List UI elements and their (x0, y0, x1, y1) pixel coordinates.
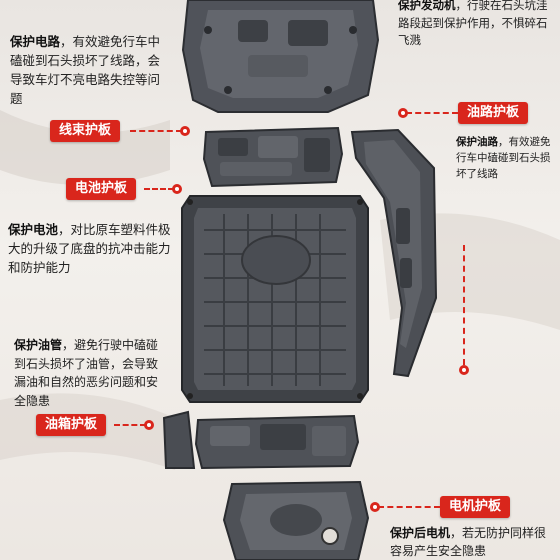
battery-connector-dot (172, 184, 182, 194)
wiring-connector-dot (180, 126, 190, 136)
motor-connector-dot (370, 502, 380, 512)
battery-guard-tag: 电池护板 (66, 178, 137, 200)
battery-connector-line (144, 188, 174, 190)
right-vertical-connector (463, 245, 465, 365)
tank-connector-line (114, 424, 146, 426)
fuel-tank-guard-tag: 油箱护板 (36, 414, 107, 436)
motor-connector-line (378, 506, 440, 508)
oil-tube-description: 保护油管，避免行驶中磕碰到石头损坏了油管，会导致漏油和自然的恶劣问题和安全隐患 (14, 338, 159, 408)
tank-connector-dot (144, 420, 154, 430)
battery-guard-plate (181, 195, 369, 403)
fuel-line-guard-tag: 油路护板 (458, 102, 529, 124)
fuel-line-connector-line (406, 112, 458, 114)
fuel-line-connector-dot (398, 108, 408, 118)
motor-guard-plate (222, 480, 370, 560)
right-vertical-dot (459, 365, 469, 375)
engine-guard-plate (181, 0, 380, 113)
circuit-description: 保护电路，有效避免行车中磕碰到石头损坏了线路，会导致车灯不亮电路失控等问题 (10, 34, 161, 106)
motor-description: 保护后电机，若无防护同样很容易产生安全隐患 (390, 526, 547, 558)
wiring-guard-plate (202, 126, 344, 188)
wiring-guard-tag: 线束护板 (50, 120, 121, 142)
engine-description: 保护发动机，行驶在石头坑洼路段起到保护作用，不惧碎石飞溅 (398, 0, 548, 47)
fuel-line-description: 保护油路，有效避免行车中磕碰到石头损坏了线路 (456, 136, 551, 180)
wiring-connector-line (130, 130, 182, 132)
motor-guard-tag: 电机护板 (440, 496, 511, 518)
fuel-line-guard-plate (350, 128, 438, 378)
fuel-tank-guard-plate (162, 410, 360, 470)
battery-description: 保护电池，对比原车塑料件极大的升级了底盘的抗冲击能力和防护能力 (8, 222, 171, 275)
